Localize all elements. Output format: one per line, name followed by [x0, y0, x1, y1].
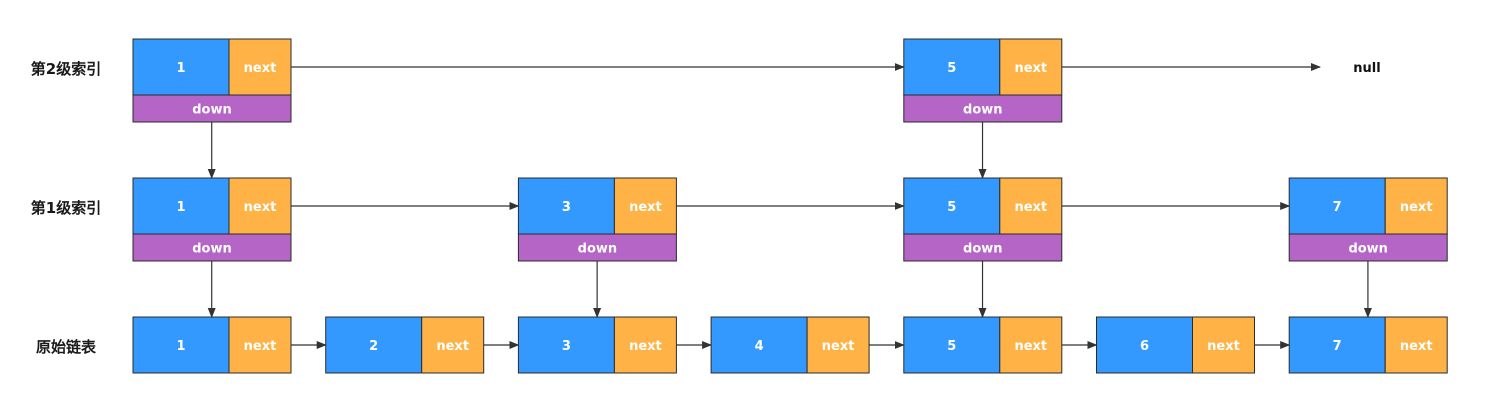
- next-label: next: [244, 339, 277, 354]
- next-cell: [1384, 177, 1448, 235]
- base-list-node: 2 next: [325, 316, 485, 374]
- value-cell: [1288, 316, 1386, 374]
- down-cell: [903, 94, 1063, 123]
- next-cell: [228, 38, 292, 96]
- next-cell: [228, 316, 292, 374]
- value-cell: [710, 316, 808, 374]
- next-label: next: [1207, 339, 1240, 354]
- next-label: next: [244, 61, 277, 76]
- next-cell: [999, 177, 1063, 235]
- value-cell: [132, 316, 230, 374]
- next-cell: [999, 316, 1063, 374]
- value-cell: [132, 38, 230, 96]
- base-list-node: 5 next: [903, 316, 1063, 374]
- null-terminal: null: [1353, 61, 1380, 76]
- value-cell: [325, 316, 423, 374]
- value-cell: [517, 177, 615, 235]
- node-value: 3: [562, 339, 571, 354]
- base-list-node: 7 next: [1288, 316, 1448, 374]
- down-cell: [1288, 233, 1448, 262]
- level-1-node: 5 next down: [903, 177, 1063, 262]
- base-list-node: 3 next: [517, 316, 677, 374]
- next-label: next: [822, 339, 855, 354]
- down-label: down: [192, 242, 232, 257]
- level-1-node: 7 next down: [1288, 177, 1448, 262]
- node-value: 5: [947, 339, 956, 354]
- down-cell: [132, 94, 292, 123]
- level-1-label: 第1级索引: [31, 199, 101, 217]
- value-cell: [903, 38, 1001, 96]
- arrows: [207, 63, 1372, 349]
- value-cell: [1096, 316, 1193, 374]
- down-cell: [517, 233, 677, 262]
- down-label: down: [963, 103, 1003, 118]
- node-value: 2: [369, 339, 378, 354]
- next-label: next: [629, 339, 662, 354]
- next-label: next: [1014, 61, 1047, 76]
- node-value: 1: [176, 339, 185, 354]
- down-label: down: [578, 242, 618, 257]
- node-value: 1: [176, 200, 185, 215]
- down-label: down: [1348, 242, 1388, 257]
- node-value: 5: [947, 200, 956, 215]
- next-label: next: [629, 200, 662, 215]
- next-cell: [228, 177, 292, 235]
- base-list-label: 原始链表: [36, 338, 97, 356]
- node-value: 5: [947, 61, 956, 76]
- down-label: down: [192, 103, 232, 118]
- next-label: next: [244, 200, 277, 215]
- node-value: 4: [755, 339, 764, 354]
- next-label: next: [1400, 200, 1433, 215]
- node-value: 7: [1333, 339, 1342, 354]
- level-2-node: 1 next down: [132, 38, 292, 123]
- value-cell: [517, 316, 615, 374]
- base-list-node: 6 next: [1096, 316, 1255, 374]
- base-list-node: 4 next: [710, 316, 870, 374]
- next-label: next: [436, 339, 469, 354]
- node-value: 3: [562, 200, 571, 215]
- node-value: 7: [1333, 200, 1342, 215]
- level-1-node: 1 next down: [132, 177, 292, 262]
- next-cell: [421, 316, 485, 374]
- next-label: next: [1400, 339, 1433, 354]
- next-cell: [1384, 316, 1448, 374]
- level-2-node: 5 next down: [903, 38, 1063, 123]
- node-value: 6: [1140, 339, 1149, 354]
- next-label: next: [1014, 200, 1047, 215]
- next-label: next: [1014, 339, 1047, 354]
- level-2-label: 第2级索引: [31, 60, 101, 78]
- base-list-node: 1 next: [132, 316, 292, 374]
- value-cell: [903, 316, 1001, 374]
- down-label: down: [963, 242, 1003, 257]
- node-value: 1: [176, 61, 185, 76]
- level-1-node: 3 next down: [517, 177, 677, 262]
